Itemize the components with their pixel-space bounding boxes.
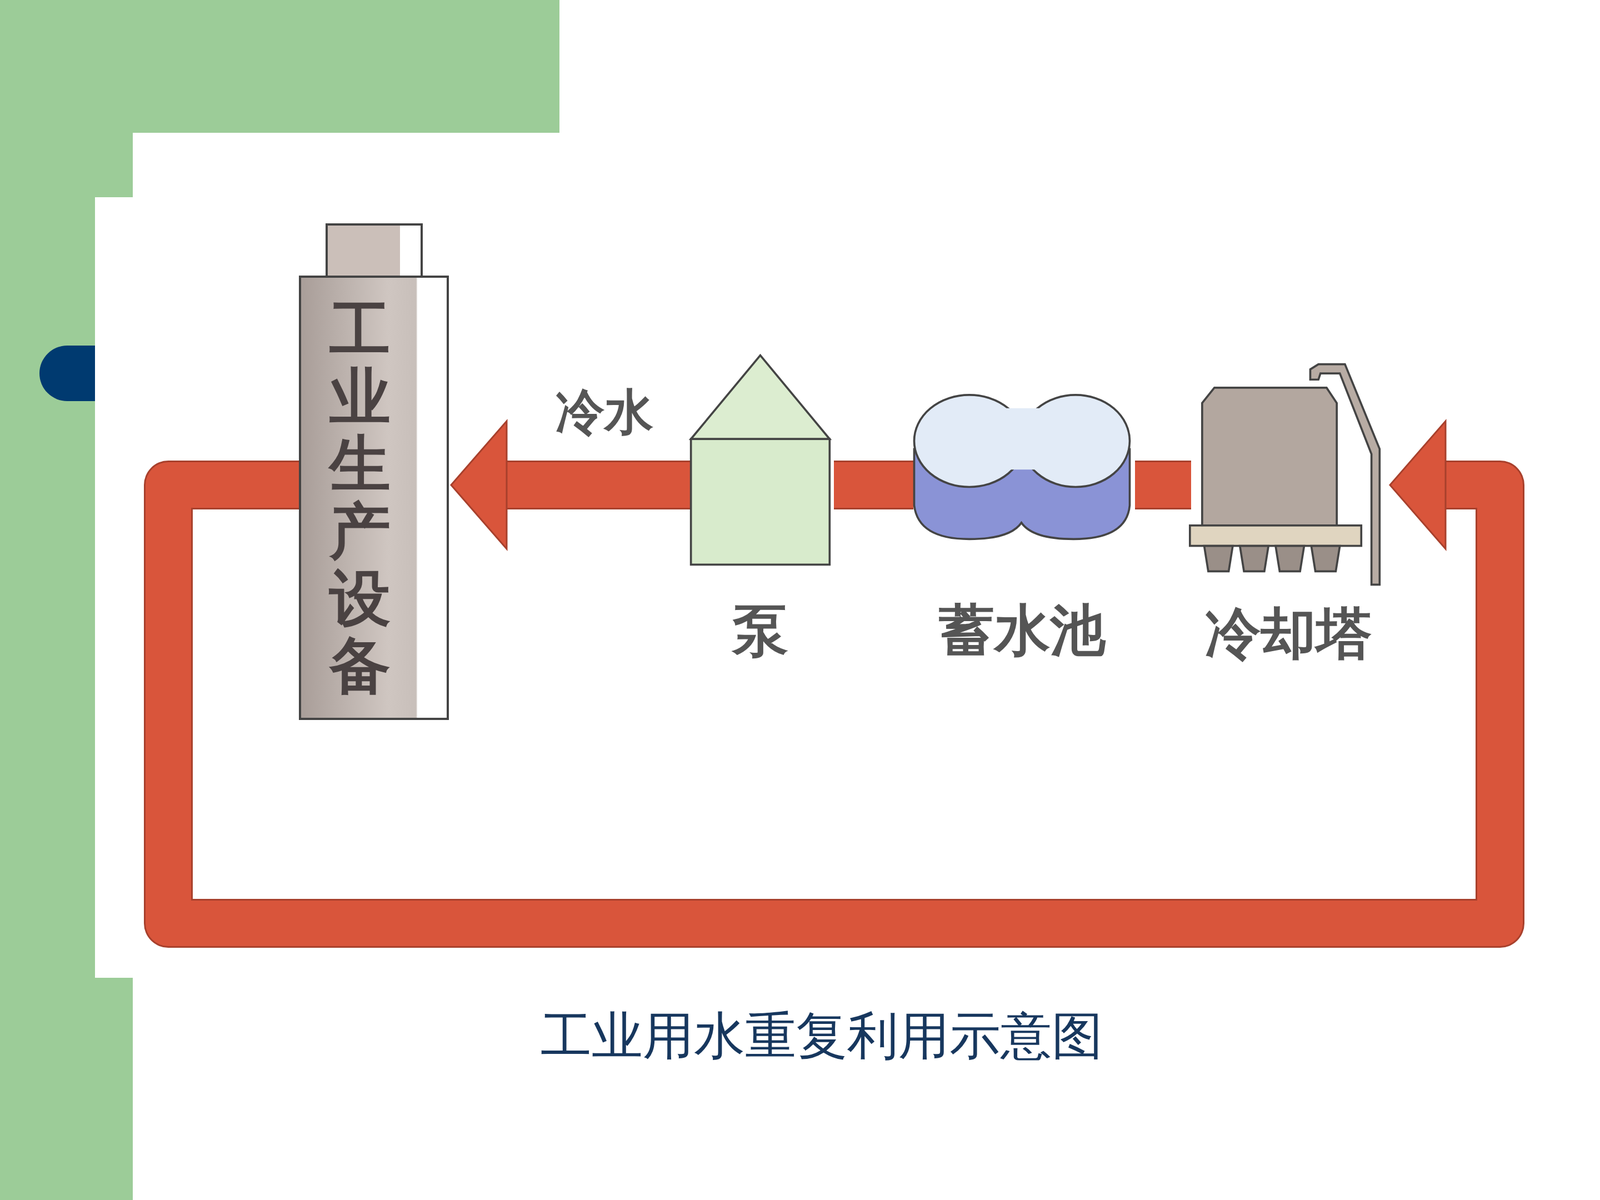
cooling-tower-drawing bbox=[1188, 362, 1388, 587]
reservoir-drawing bbox=[911, 387, 1133, 542]
white-strip bbox=[95, 197, 134, 978]
arrow-head bbox=[451, 421, 507, 549]
flow-band-edge bbox=[833, 460, 914, 510]
flow-band bbox=[1135, 462, 1192, 508]
water-flow-arrow bbox=[833, 485, 914, 486]
white-panel bbox=[132, 132, 1600, 1200]
tower-base bbox=[1190, 525, 1362, 547]
tower-leg bbox=[1311, 546, 1340, 572]
green-bar bbox=[0, 0, 560, 133]
tower-leg bbox=[1204, 546, 1233, 572]
node-label: 冷却塔 bbox=[1188, 603, 1388, 665]
equipment-cap-highlight bbox=[400, 225, 421, 276]
cooling-tower: 冷却塔 bbox=[1188, 362, 1388, 665]
edge-label: 冷水 bbox=[552, 385, 657, 440]
tower-leg bbox=[1240, 546, 1269, 572]
flow-band-edge bbox=[1135, 460, 1192, 510]
reservoir-water bbox=[1005, 408, 1040, 470]
figure-caption: 工业用水重复利用示意图 bbox=[540, 1005, 1103, 1067]
equipment-cap bbox=[326, 224, 422, 277]
pump: 泵 bbox=[688, 352, 832, 662]
arrow-head bbox=[1390, 421, 1446, 549]
tower-leg bbox=[1275, 546, 1304, 572]
pump-drawing bbox=[688, 352, 832, 567]
reservoir: 蓄水池 bbox=[911, 387, 1133, 662]
pump-house bbox=[691, 438, 830, 565]
pump-roof bbox=[691, 355, 830, 440]
tower-body bbox=[1202, 387, 1337, 526]
node-label: 泵 bbox=[688, 600, 832, 662]
water-flow-arrow bbox=[451, 421, 692, 549]
node-label: 蓄水池 bbox=[911, 600, 1133, 662]
production-equipment: 工业生产设备 bbox=[298, 275, 449, 720]
node-label: 工业生产设备 bbox=[329, 296, 391, 700]
flow-band-edge bbox=[506, 460, 692, 510]
flow-band bbox=[833, 462, 914, 508]
flow-band bbox=[506, 462, 692, 508]
water-flow-arrow bbox=[1135, 485, 1192, 486]
